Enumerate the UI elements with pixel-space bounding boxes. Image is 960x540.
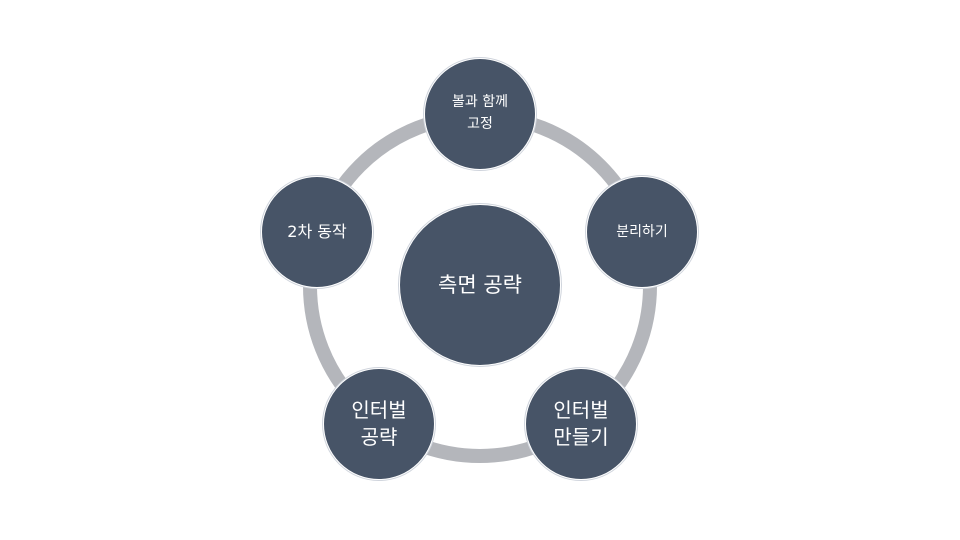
- cycle-node-top-label: 볼과 함께 고정: [452, 94, 508, 132]
- cycle-node-left-label: 2차 동작: [287, 222, 347, 242]
- cycle-node-right: 분리하기: [586, 176, 698, 288]
- center-node-label: 측면 공략: [438, 272, 522, 297]
- cycle-node-top: 볼과 함께 고정: [424, 58, 536, 170]
- cycle-node-bottom-right: 인터벌 만들기: [525, 368, 637, 480]
- cycle-node-bottom-left: 인터벌 공략: [323, 368, 435, 480]
- cycle-node-bottom-right-label: 인터벌 만들기: [553, 398, 609, 449]
- cycle-node-bottom-left-label: 인터벌 공략: [351, 398, 407, 449]
- center-node: 측면 공략: [399, 204, 561, 366]
- cycle-node-left: 2차 동작: [261, 176, 373, 288]
- cycle-node-right-label: 분리하기: [616, 223, 668, 240]
